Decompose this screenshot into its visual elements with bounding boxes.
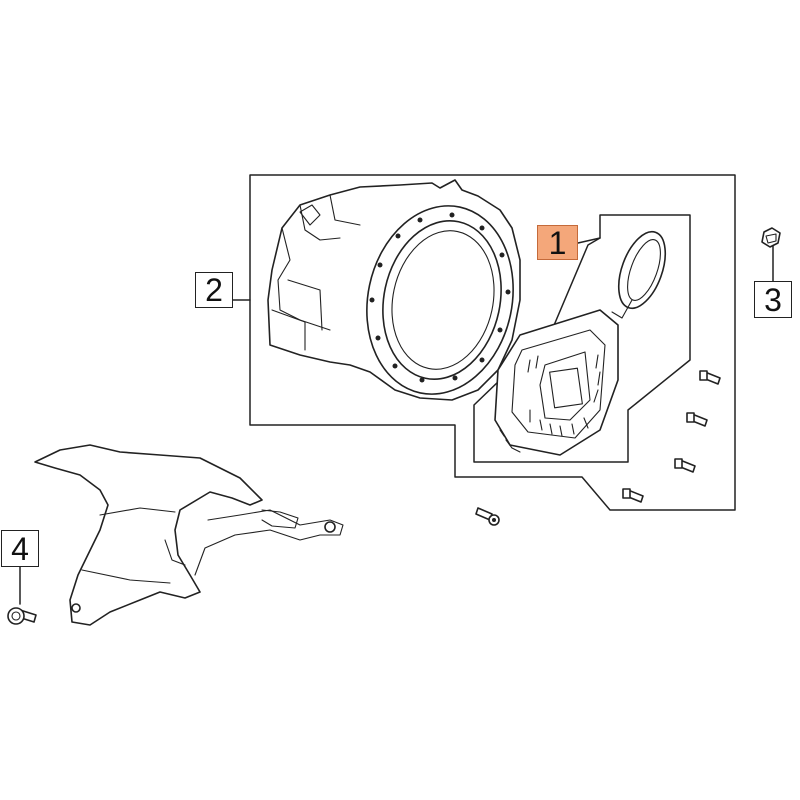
callout-3: 3	[754, 281, 792, 318]
deflector-plate-part	[34, 444, 344, 626]
callout-1-label: 1	[548, 224, 567, 261]
recoil-starter-part	[494, 230, 667, 456]
callout-2-label: 2	[205, 272, 223, 308]
callout-2: 2	[195, 272, 233, 308]
recoil-starter-group-outline	[473, 214, 691, 463]
fan-housing-part	[267, 179, 521, 401]
callout-3-label: 3	[764, 281, 782, 318]
assembly-group-outline	[249, 174, 736, 511]
callout-1: 1	[537, 225, 578, 260]
callout-4-label: 4	[11, 530, 29, 567]
clip-part	[761, 227, 781, 248]
starter-screws	[622, 370, 721, 503]
housing-bolt	[475, 507, 500, 526]
callout-4: 4	[1, 530, 39, 567]
flange-bolt-part	[7, 607, 37, 625]
leader-line-1	[577, 237, 601, 244]
